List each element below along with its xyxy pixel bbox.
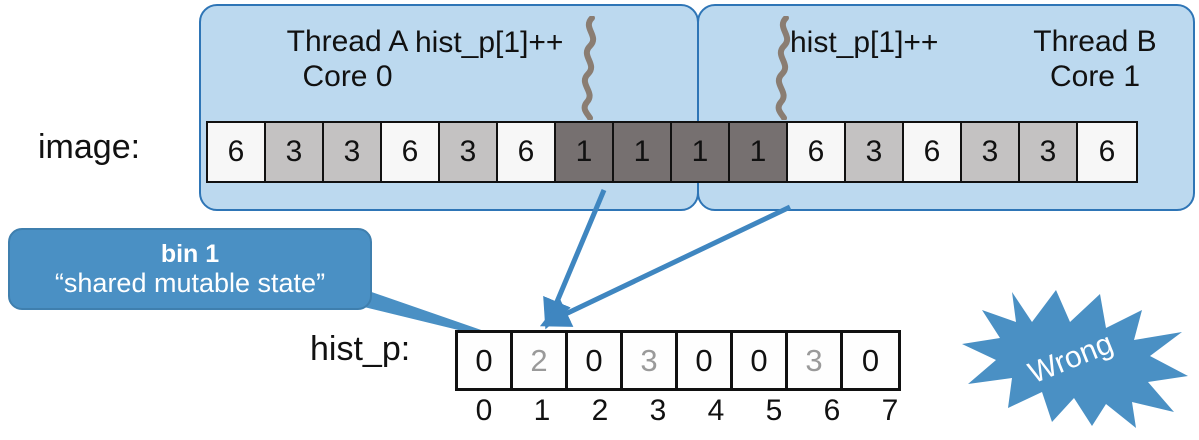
image-cell: 6 — [904, 123, 962, 181]
image-cell: 3 — [962, 123, 1020, 181]
squiggle-icon — [581, 16, 597, 120]
image-cell: 1 — [730, 123, 788, 181]
thread-a-operation: hist_p[1]++ — [415, 26, 564, 59]
histp-index: 1 — [533, 394, 551, 427]
thread-a-label: Thread A Core 0 — [286, 25, 409, 93]
histp-cell: 3 — [788, 333, 843, 388]
image-cell: 3 — [846, 123, 904, 181]
histp-cell: 0 — [458, 333, 513, 388]
histp-label: hist_p: — [310, 330, 411, 368]
histp-cell: 0 — [568, 333, 623, 388]
thread-b-operation: hist_p[1]++ — [790, 26, 939, 59]
histp-index: 2 — [591, 394, 609, 427]
callout-title: bin 1 — [160, 240, 220, 268]
callout-subtitle: “shared mutable state” — [54, 268, 326, 298]
image-array: 6 3 3 6 3 6 1 1 1 1 6 3 6 3 3 6 — [206, 121, 1138, 183]
thread-b-label: Thread B Core 1 — [1033, 25, 1157, 93]
histp-cell: 0 — [733, 333, 788, 388]
image-cell: 3 — [266, 123, 324, 181]
image-cell: 6 — [1078, 123, 1136, 181]
histp-index-row: 0 1 2 3 4 5 6 7 — [455, 394, 919, 428]
bin1-callout: bin 1 “shared mutable state” — [8, 228, 372, 310]
wrong-badge: Wrong — [960, 288, 1190, 428]
image-label: image: — [38, 128, 141, 166]
image-cell: 3 — [324, 123, 382, 181]
histp-cell: 2 — [513, 333, 568, 388]
histp-index: 7 — [881, 394, 899, 427]
image-cell: 6 — [208, 123, 266, 181]
image-cell: 6 — [382, 123, 440, 181]
histp-index: 4 — [707, 394, 725, 427]
image-cell: 3 — [1020, 123, 1078, 181]
starburst-icon — [962, 290, 1188, 428]
histp-index: 3 — [649, 394, 667, 427]
arrow-thread-b-to-bin1 — [539, 204, 792, 327]
image-cell: 6 — [498, 123, 556, 181]
histp-index: 5 — [765, 394, 783, 427]
histp-array: 0 2 0 3 0 0 3 0 — [455, 330, 901, 391]
histp-index: 6 — [823, 394, 841, 427]
image-cell: 3 — [440, 123, 498, 181]
image-cell: 1 — [614, 123, 672, 181]
image-cell: 1 — [556, 123, 614, 181]
image-cell: 6 — [788, 123, 846, 181]
image-cell: 1 — [672, 123, 730, 181]
histp-index: 0 — [475, 394, 493, 427]
histp-cell: 3 — [623, 333, 678, 388]
squiggle-icon — [775, 16, 791, 120]
histp-cell: 0 — [843, 333, 898, 388]
histp-cell: 0 — [678, 333, 733, 388]
